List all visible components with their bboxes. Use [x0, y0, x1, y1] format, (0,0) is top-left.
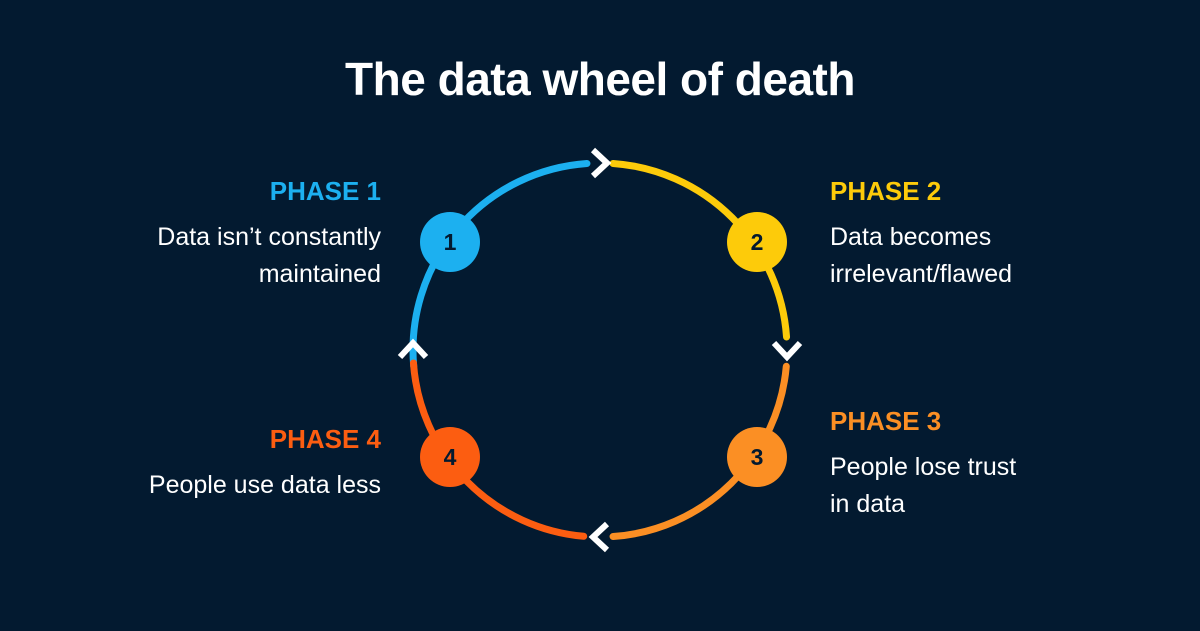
phase-4-description: People use data less — [61, 467, 381, 504]
phase-3-number: 3 — [751, 444, 764, 470]
phase-2-arc — [609, 159, 791, 341]
phase-4-badge — [420, 427, 480, 487]
phase-1-label: PHASE 1 Data isn’t constantly maintained — [61, 176, 381, 293]
phase-4-description-line: People use data less — [148, 471, 381, 499]
phase-3-arc — [609, 362, 790, 541]
phase-3-description-line: in data — [830, 490, 906, 518]
phase-4-label: PHASE 4 People use data less — [61, 424, 381, 504]
phase-1-description-line: maintained — [258, 260, 381, 288]
phase-1-description-line: Data isn’t constantly — [157, 223, 381, 251]
phase-2-description-line: Data becomes — [830, 223, 992, 251]
phase-2-description: Data becomes irrelevant/flawed — [830, 219, 1150, 293]
phase-1-description: Data isn’t constantly maintained — [61, 219, 381, 293]
arrow-left-icon — [588, 521, 610, 553]
phase-1-badge — [420, 212, 480, 272]
phase-2-number: 2 — [751, 229, 764, 255]
phase-2-badge — [727, 212, 787, 272]
phase-4-number: 4 — [444, 444, 457, 470]
phase-3-title: PHASE 3 — [830, 406, 942, 436]
phase-3-badge — [727, 427, 787, 487]
phase-1-number: 1 — [444, 229, 457, 255]
arrow-right-icon — [590, 147, 612, 179]
phase-4-title: PHASE 4 — [269, 424, 381, 454]
phase-3-label: PHASE 3 People lose trust in data — [830, 406, 1150, 523]
arrow-down-icon — [771, 340, 803, 362]
phase-3-description: People lose trust in data — [830, 449, 1150, 523]
page-title: The data wheel of death — [345, 53, 855, 105]
phase-1-title: PHASE 1 — [269, 176, 381, 206]
arrow-up-icon — [397, 338, 429, 360]
phase-3-description-line: People lose trust — [830, 453, 1017, 481]
phase-2-title: PHASE 2 — [830, 176, 942, 206]
phase-2-label: PHASE 2 Data becomes irrelevant/flawed — [830, 176, 1150, 293]
phase-2-description-line: irrelevant/flawed — [830, 260, 1013, 288]
